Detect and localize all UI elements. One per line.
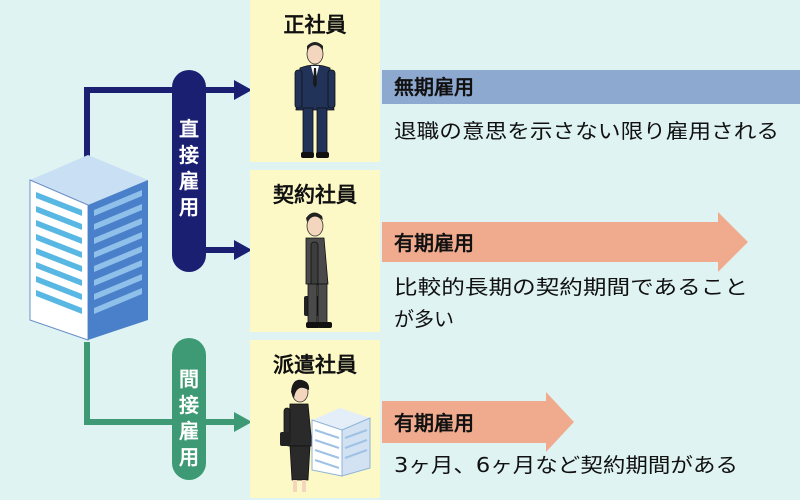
svg-text:接: 接: [179, 393, 199, 417]
term-bar-indefinite: [382, 70, 800, 104]
svg-text:用: 用: [179, 445, 199, 469]
svg-text:雇: 雇: [179, 169, 199, 193]
desc-contract-line1: 比較的長期の契約期間であること: [394, 275, 748, 299]
title-dispatched-employee: 派遣社員: [273, 353, 357, 377]
title-contract-employee: 契約社員: [272, 183, 357, 207]
arrowhead-direct-mid: [234, 240, 252, 260]
office-building-icon: [29, 155, 148, 341]
man-with-briefcase-side-icon: [304, 212, 332, 328]
direct-employment-label: 直 接 雇 用: [179, 117, 199, 219]
indirect-employment-pill: [172, 338, 206, 480]
svg-text:直: 直: [179, 117, 199, 141]
desc-dispatched: 3ヶ月、6ヶ月など契約期間がある: [394, 453, 738, 477]
svg-text:雇: 雇: [179, 419, 199, 443]
woman-in-suit-icon: [280, 379, 313, 492]
title-regular-employee: 正社員: [284, 13, 347, 37]
indirect-employment-label: 間 接 雇 用: [179, 367, 199, 469]
desc-contract-line2: が多い: [394, 307, 454, 331]
term-label-contract: 有期雇用: [394, 231, 474, 255]
term-label-regular: 無期雇用: [394, 75, 474, 99]
term-label-dispatched: 有期雇用: [394, 411, 474, 435]
connector-line-direct-top: [84, 87, 240, 160]
term-arrow-fixed-contract: [382, 212, 748, 272]
small-building-icon: [311, 408, 371, 477]
arrowhead-indirect: [234, 412, 252, 432]
arrowhead-direct-top: [234, 80, 252, 100]
desc-regular: 退職の意思を示さない限り雇用される: [394, 119, 779, 143]
term-arrow-fixed-dispatch: [382, 392, 574, 452]
svg-text:間: 間: [179, 367, 199, 391]
connector-line-indirect: [84, 342, 240, 425]
svg-text:接: 接: [179, 143, 199, 167]
svg-text:用: 用: [179, 195, 199, 219]
man-in-suit-front-icon: [294, 42, 336, 158]
direct-employment-pill: [172, 70, 206, 272]
